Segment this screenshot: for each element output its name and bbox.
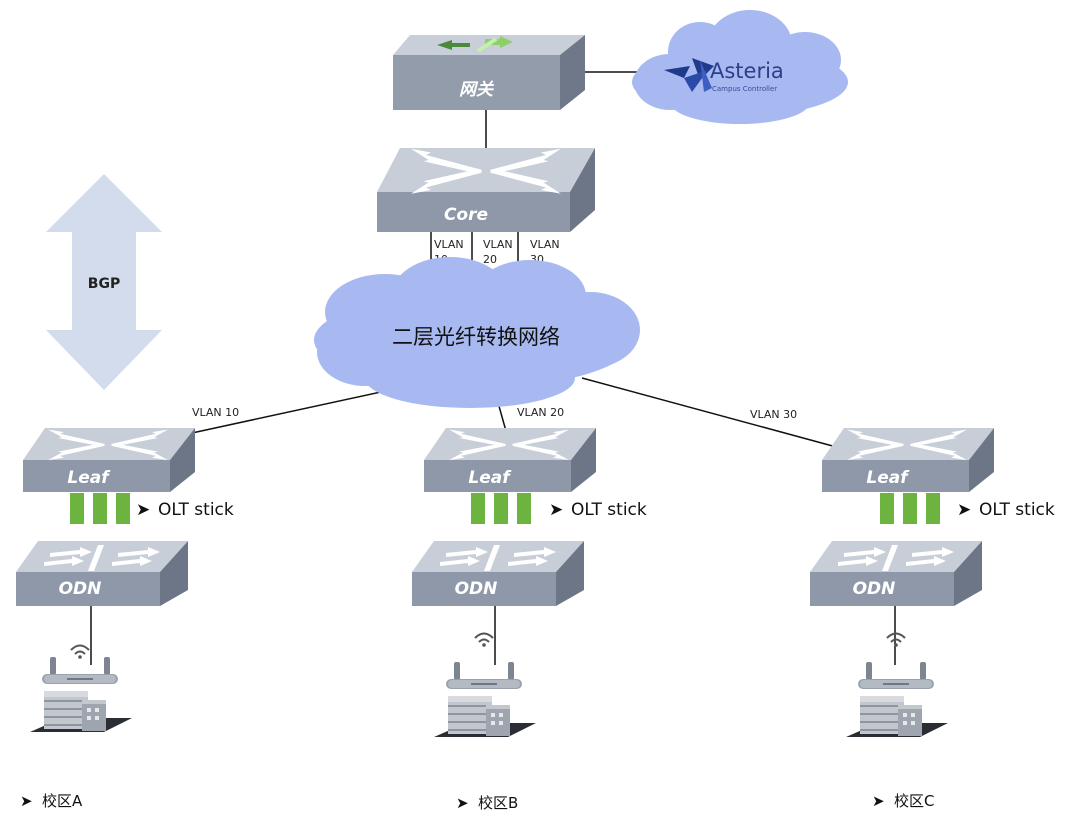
branch-a-vlan: VLAN 10	[192, 406, 239, 419]
gateway-arrows-icon	[437, 36, 513, 52]
cloud-leaf-c-link	[581, 377, 841, 449]
branch-a: Leaf ➤ OLT stick ODN ➤ 校区A	[16, 428, 234, 810]
core-vlan-2-line2: 20	[483, 253, 497, 266]
bgp-arrow: BGP	[46, 174, 162, 390]
campus-a-building-icon	[30, 657, 132, 732]
branch-c: Leaf ➤ OLT stick ODN ➤ 校区C	[810, 428, 1055, 810]
leaf-c-label: Leaf	[866, 468, 910, 488]
olt-sticks-a	[70, 493, 130, 524]
leaf-switch-c: Leaf	[822, 428, 994, 492]
core-switch: Core	[377, 148, 595, 232]
wifi-c-icon	[886, 632, 906, 648]
olt-c-label: OLT stick	[979, 500, 1055, 520]
odn-c: ODN	[810, 541, 982, 606]
leaf-switch-b: Leaf	[424, 428, 596, 492]
odn-b-arrows-icon	[440, 545, 556, 571]
odn-b: ODN	[412, 541, 584, 606]
core-vlan-2-line1: VLAN	[483, 238, 513, 251]
controller-brand: Asteria	[710, 59, 784, 83]
leaf-a-label: Leaf	[67, 468, 111, 488]
olt-sticks-b	[471, 493, 531, 524]
campus-b-building-icon	[434, 662, 536, 737]
controller-cloud: Asteria Campus Controller	[632, 10, 848, 124]
network-cloud	[314, 257, 640, 408]
campus-a-label: 校区A	[42, 792, 83, 810]
asteria-logo-icon	[664, 58, 714, 92]
cloud-leaf-a-link	[191, 389, 391, 434]
gateway-label: 网关	[459, 80, 495, 100]
campus-c-label: 校区C	[894, 792, 934, 810]
olt-a-arrow-icon: ➤	[136, 500, 150, 520]
odn-b-label: ODN	[455, 579, 498, 599]
olt-sticks-c	[880, 493, 940, 524]
olt-b-arrow-icon: ➤	[549, 500, 563, 520]
wifi-b-icon	[474, 632, 494, 648]
olt-b-label: OLT stick	[571, 500, 647, 520]
network-cloud-label: 二层光纤转换网络	[392, 325, 560, 349]
leaf-switch-a: Leaf	[23, 428, 195, 492]
campus-b-label: 校区B	[478, 794, 518, 812]
branch-b-vlan: VLAN 20	[517, 406, 564, 419]
campus-b-arrow-icon: ➤	[456, 794, 469, 812]
bgp-label: BGP	[88, 276, 120, 292]
core-vlan-3-line1: VLAN	[530, 238, 560, 251]
olt-a-label: OLT stick	[158, 500, 234, 520]
odn-c-label: ODN	[853, 579, 896, 599]
odn-a-arrows-icon	[44, 545, 160, 571]
odn-a: ODN	[16, 541, 188, 606]
branch-b: Leaf ➤ OLT stick ODN ➤ 校区B	[412, 428, 647, 812]
core-vlan-1-line1: VLAN	[434, 238, 464, 251]
campus-c-arrow-icon: ➤	[872, 792, 885, 810]
gateway-device: 网关	[393, 35, 585, 110]
odn-a-label: ODN	[59, 579, 102, 599]
controller-subtitle: Campus Controller	[712, 85, 777, 93]
branch-c-vlan: VLAN 30	[750, 408, 797, 421]
odn-c-arrows-icon	[838, 545, 954, 571]
wifi-a-icon	[70, 644, 90, 660]
leaf-b-label: Leaf	[468, 468, 512, 488]
olt-c-arrow-icon: ➤	[957, 500, 971, 520]
campus-a-arrow-icon: ➤	[20, 792, 33, 810]
connection-lines	[90, 71, 896, 665]
core-label: Core	[444, 205, 488, 225]
campus-c-building-icon	[846, 662, 948, 737]
